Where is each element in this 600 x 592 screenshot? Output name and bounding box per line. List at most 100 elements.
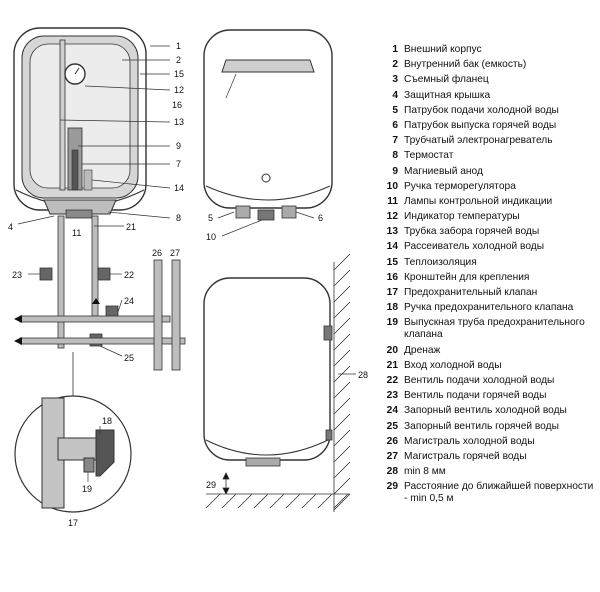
callout-23: 23	[12, 270, 22, 280]
callout-5: 5	[208, 213, 213, 223]
legend-number: 15	[386, 256, 398, 268]
legend-number: 11	[387, 195, 398, 207]
legend-text: Внешний корпус	[404, 44, 482, 55]
legend-item: 29 Расстояние до ближайшей поверхности - …	[380, 481, 598, 505]
legend-text: Ручка терморегулятора	[404, 180, 516, 192]
legend-number: 29	[386, 481, 398, 493]
legend-text: Магистраль горячей воды	[404, 450, 527, 462]
legend-text: Предохранительный клапан	[404, 287, 538, 298]
legend-number: 14	[386, 241, 398, 253]
callout-10: 10	[206, 232, 216, 242]
legend-item: 8 Термостат	[380, 150, 598, 162]
legend-number: 5	[392, 104, 398, 116]
legend-text: Ручка предохранительного клапана	[404, 302, 574, 314]
legend-number: 20	[386, 344, 398, 356]
legend-number: 4	[392, 89, 398, 101]
leader-lines	[17, 45, 315, 482]
legend-item: 10 Ручка терморегулятора	[380, 181, 598, 193]
legend-item: 3 Съемный фланец	[380, 74, 598, 86]
legend-number: 27	[386, 450, 398, 462]
legend-number: 7	[392, 135, 398, 147]
legend-text: min 8 мм	[404, 466, 446, 478]
callout-13: 13	[174, 117, 184, 127]
legend-text: Запорный вентиль холодной воды	[404, 405, 567, 417]
legend-number: 24	[386, 405, 398, 417]
flow-arrows	[14, 298, 100, 345]
callout-8: 8	[176, 213, 181, 223]
callout-21: 21	[126, 222, 136, 232]
legend-number: 19	[386, 317, 398, 329]
legend-text: Рассеиватель холодной воды	[404, 241, 545, 253]
callout-14: 14	[174, 183, 184, 193]
legend-item: 28 min 8 мм	[380, 466, 598, 478]
legend-number: 3	[392, 74, 398, 86]
legend-number: 8	[392, 150, 398, 162]
callout-17: 17	[68, 518, 78, 528]
callout-24: 24	[124, 296, 134, 306]
legend-number: 18	[386, 302, 398, 314]
legend-item: 27 Магистраль горячей воды	[380, 451, 598, 463]
legend-number: 10	[386, 180, 398, 192]
legend-number: 26	[386, 435, 398, 447]
legend-item: 7 Трубчатый электронагреватель	[380, 135, 598, 147]
floor	[205, 493, 350, 509]
side-view-heater	[203, 277, 333, 467]
legend-text: Трубка забора горячей воды	[404, 226, 540, 238]
callout-29: 29	[206, 480, 216, 490]
callout-11: 11	[72, 228, 81, 238]
legend-item: 18 Ручка предохранительного клапана	[380, 302, 598, 314]
legend-text: Расстояние до ближайшей поверхности - mi…	[404, 481, 594, 505]
legend-text: Съемный фланец	[404, 74, 489, 86]
legend-item: 12 Индикатор температуры	[380, 211, 598, 223]
callout-6: 6	[318, 213, 323, 223]
callout-18: 18	[102, 416, 112, 426]
legend-item: 15 Теплоизоляция	[380, 257, 598, 269]
callout-4: 4	[8, 222, 13, 232]
legend-text: Защитная крышка	[404, 89, 491, 101]
legend-number: 16	[386, 271, 398, 283]
legend-text: Индикатор температуры	[404, 211, 520, 223]
cutaway-heater	[13, 27, 147, 219]
callout-9: 9	[176, 141, 181, 151]
legend-text: Термостат	[404, 150, 454, 162]
legend-number: 1	[392, 44, 398, 55]
piping-assembly	[19, 215, 186, 400]
legend-text: Вентиль подачи холодной воды	[404, 374, 555, 386]
wall	[333, 253, 351, 512]
legend-number: 21	[386, 359, 398, 371]
legend-item: 5 Патрубок подачи холодной воды	[380, 105, 598, 117]
legend-item: 1 Внешний корпус	[380, 44, 598, 56]
legend-text: Запорный вентиль горячей воды	[404, 420, 559, 432]
legend-text: Патрубок выпуска горячей воды	[404, 119, 557, 131]
callout-26: 26	[152, 248, 162, 258]
legend-text: Кронштейн для крепления	[404, 271, 530, 283]
legend-item: 24 Запорный вентиль холодной воды	[380, 405, 598, 417]
callout-27: 27	[170, 248, 180, 258]
legend-text: Теплоизоляция	[404, 256, 477, 268]
callout-2: 2	[176, 55, 181, 65]
legend-number: 28	[386, 466, 398, 478]
legend-number: 13	[386, 226, 398, 238]
legend-item: 16 Кронштейн для крепления	[380, 272, 598, 284]
legend-text: Лампы контрольной индикации	[404, 195, 553, 207]
dimension-marks	[222, 373, 356, 495]
legend-number: 12	[386, 211, 398, 223]
callout-28: 28	[358, 370, 368, 380]
legend-text: Трубчатый электронагреватель	[404, 135, 553, 147]
legend-text: Внутренний бак (емкость)	[404, 59, 527, 71]
legend-text: Магниевый анод	[404, 165, 483, 177]
callout-15: 15	[174, 69, 184, 79]
callout-22: 22	[124, 270, 134, 280]
legend-text: Патрубок подачи холодной воды	[404, 104, 559, 116]
callout-1: 1	[176, 41, 181, 51]
legend-item: 14 Рассеиватель холодной воды	[380, 241, 598, 253]
